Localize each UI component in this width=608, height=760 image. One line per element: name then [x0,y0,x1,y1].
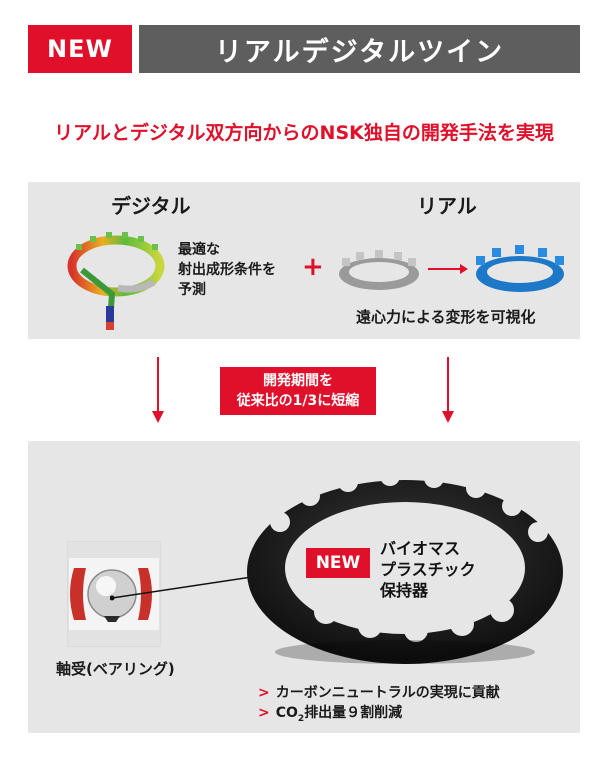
period-line1: 開発期間を [262,373,333,389]
top-panel [28,182,580,339]
new-badge-header: NEW [28,25,132,73]
real-caption: 遠心力による変形を可視化 [356,308,536,326]
digital-description: 最適な 射出成形条件を 予測 [178,240,276,300]
period-badge: 開発期間を 従来比の1/3に短縮 [220,367,376,415]
product-name-line1: バイオマス [380,539,461,558]
real-retainer-blue-image [476,245,564,292]
bullet-marker: > [258,685,270,701]
product-name-line3: 保持器 [380,581,429,600]
bearing-image [67,541,161,647]
leader-line [110,575,259,601]
real-retainer-gray-image [339,250,419,290]
benefit-text-2-post: 排出量９割削減 [304,705,403,721]
biomass-retainer-image [247,466,563,664]
benefit-item-1: > カーボンニュートラルの実現に貢献 [258,682,500,702]
simulation-ring-image [67,232,165,330]
digital-desc-line1: 最適な [178,242,220,258]
bullet-marker: > [258,705,270,721]
digital-desc-line2: 射出成形条件を [178,262,276,278]
product-name: バイオマス プラスチック 保持器 [380,538,476,601]
arrow-down-right-icon [442,357,454,423]
real-heading: リアル [417,194,477,218]
benefit-text-1: カーボンニュートラルの実現に貢献 [275,685,500,701]
product-name-line2: プラスチック [380,560,476,579]
new-badge-product: NEW [306,548,370,578]
benefit-item-2: > CO2排出量９割削減 [258,702,402,724]
digital-desc-line3: 予測 [178,282,206,298]
benefit-text-2-sub: 2 [297,713,305,724]
benefit-text-2-pre: CO [275,705,298,721]
subtitle: リアルとデジタル双方向からのNSK独自の開発手法を実現 [54,122,554,144]
period-line2: 従来比の1/3に短縮 [236,393,360,409]
page-title: リアルデジタルツイン [139,25,580,73]
arrow-right-icon [428,264,468,274]
bearing-label: 軸受(ベアリング) [56,660,175,678]
arrow-down-left-icon [152,357,164,423]
digital-heading: デジタル [111,194,191,218]
plus-sign: + [302,252,324,282]
